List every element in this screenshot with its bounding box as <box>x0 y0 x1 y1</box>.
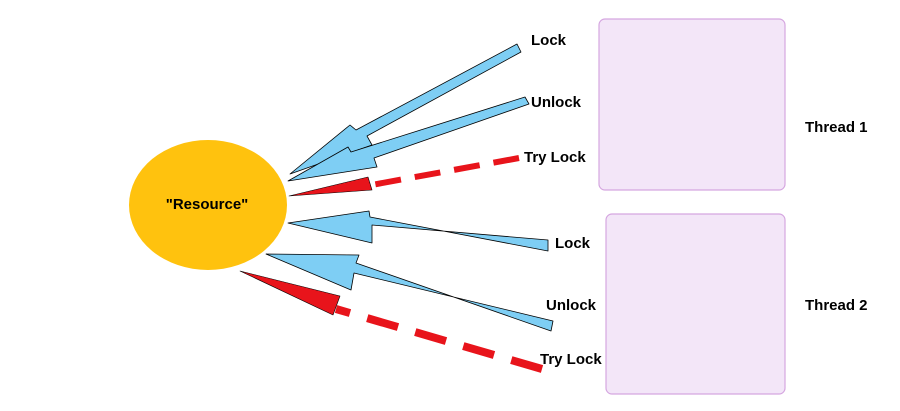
thread-1-box <box>598 18 786 191</box>
thread-1-lock-arrow <box>289 43 522 175</box>
thread-2-trylock-arrowhead <box>239 270 341 316</box>
thread-1-trylock-arrowhead <box>288 176 373 197</box>
thread-2-lock-label: Lock <box>555 235 591 252</box>
thread-1-lock-label: Lock <box>531 32 567 49</box>
thread-2-trylock-label: Try Lock <box>540 351 602 368</box>
resource-label: "Resource" <box>166 196 249 213</box>
thread-2-lock-arrow <box>287 210 549 252</box>
thread-1-label: Thread 1 <box>805 119 868 136</box>
thread-1-unlock-label: Unlock <box>531 94 582 111</box>
thread-1-trylock-dashes <box>365 155 520 189</box>
thread-1-unlock-arrow <box>287 96 530 182</box>
thread-1-trylock-label: Try Lock <box>524 149 586 166</box>
thread-2-unlock-arrow <box>265 253 554 332</box>
thread-2-label: Thread 2 <box>805 297 868 314</box>
thread-2-trylock-dashes <box>334 305 544 373</box>
resource-node <box>129 140 287 270</box>
thread-2-box <box>605 213 786 395</box>
thread-2-unlock-label: Unlock <box>546 297 597 314</box>
